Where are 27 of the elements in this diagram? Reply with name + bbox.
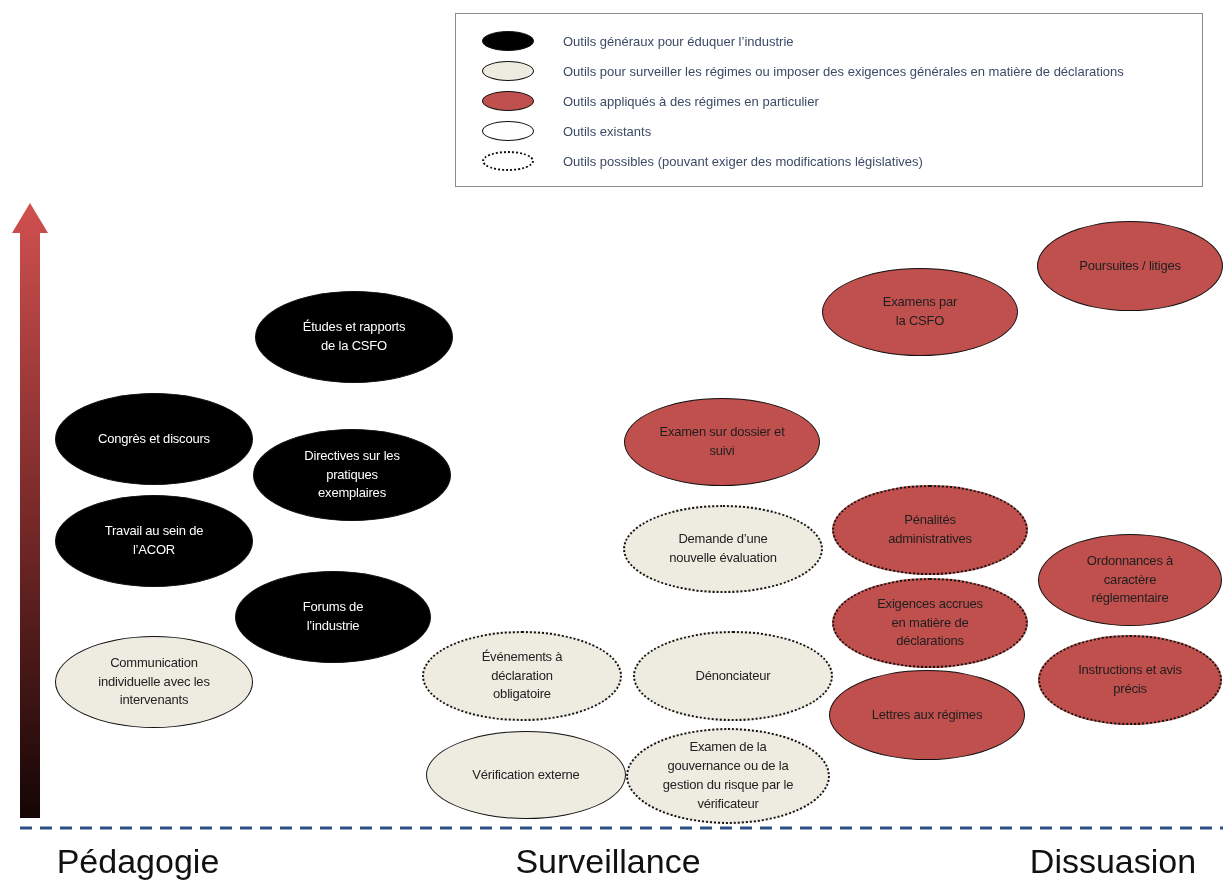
node-text: Examen de la gouvernance ou de la gestion du risque par le vérificateur [662,738,794,813]
node-text: Études et rapports de la CSFO [301,318,407,355]
legend-text: Outils possibles (pouvant exiger des modifications législatives) [563,153,923,169]
axis-label: Dissuasion [1029,842,1197,881]
node-text: Événements à déclaration obligatoire [480,647,564,704]
axis-label: Pédagogie [56,842,220,881]
node-text: Pénalités administratives [887,511,973,548]
node-text: Examens par la CSFO [881,293,959,330]
node-text: Congrès et discours [98,429,210,448]
legend-text: Outils appliqués à des régimes en particulier [563,93,819,109]
node-text: Directives sur les pratiques exemplaires [303,446,401,503]
axis-label: Surveillance [515,842,701,881]
node-text: Ordonnances à caractère réglementaire [1085,551,1175,608]
node-text: Instructions et avis précis [1077,661,1183,698]
node-text: Dénonciateur [695,666,771,685]
node-text: Examen sur dossier et suivi [659,423,785,460]
legend-text: Outils pour surveiller les régimes ou imposer des exigences générales en matière de déclarations [563,63,1124,79]
node-text: Lettres aux régimes [871,705,983,724]
legend-text: Outils existants [563,123,652,139]
node-text: Communication individuelle avec les intervenants [97,653,211,710]
node-text: Poursuites / litiges [1079,256,1181,275]
node-text: Forums de l’industrie [301,598,365,635]
node-text: Vérification externe [472,765,580,784]
node-text: Exigences accrues en matière de déclarations [876,594,984,651]
node-text: Demande d’une nouvelle évaluation [668,530,778,567]
legend-text: Outils généraux pour éduquer l’industrie [563,33,794,49]
node-text: Travail au sein de l’ACOR [103,522,205,559]
